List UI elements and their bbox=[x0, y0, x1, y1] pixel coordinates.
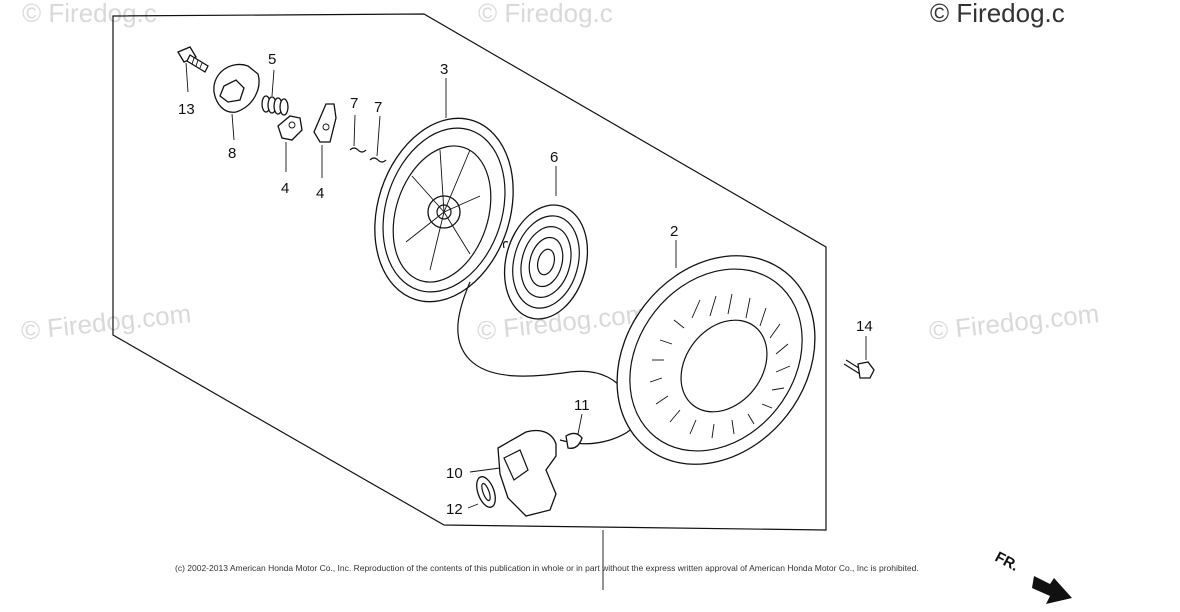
part-2-starter-case bbox=[616, 240, 816, 465]
callout-6: 6 bbox=[550, 149, 558, 166]
part-4-ratchet-a bbox=[277, 115, 303, 172]
watermark-mid-right: © Firedog.com bbox=[927, 298, 1100, 346]
part-8-ratchet-guide bbox=[213, 63, 260, 141]
watermark-top-right: © Firedog.c bbox=[930, 0, 1065, 28]
direction-arrow-icon bbox=[1032, 576, 1072, 604]
callout-4a: 4 bbox=[281, 180, 289, 197]
callout-labels: 13 8 5 4 4 7 7 3 6 2 14 11 10 12 bbox=[178, 51, 873, 518]
callout-11: 11 bbox=[574, 397, 590, 414]
part-10-starter-grip bbox=[469, 429, 557, 517]
callout-10: 10 bbox=[446, 465, 463, 482]
callout-8: 8 bbox=[228, 145, 236, 162]
callout-13: 13 bbox=[178, 101, 195, 118]
watermark-mid-left: © Firedog.com bbox=[19, 298, 192, 346]
callout-3: 3 bbox=[440, 61, 448, 78]
part-14-bolt bbox=[843, 336, 875, 379]
callout-5: 5 bbox=[268, 51, 276, 68]
fr-label: FR. bbox=[992, 549, 1021, 575]
callout-7b: 7 bbox=[374, 99, 382, 116]
watermark-top-left: © Firedog.c bbox=[22, 0, 157, 28]
part-7-springs bbox=[349, 114, 387, 163]
watermark-top-center: © Firedog.c bbox=[478, 0, 613, 28]
assembly-frame bbox=[112, 13, 827, 531]
callout-2: 2 bbox=[670, 223, 678, 240]
callout-14: 14 bbox=[856, 318, 873, 335]
part-6-spiral-spring bbox=[502, 166, 589, 320]
callout-7a: 7 bbox=[350, 95, 358, 112]
part-3-reel bbox=[374, 78, 514, 303]
copyright-notice: (c) 2002-2013 American Honda Motor Co., … bbox=[175, 563, 919, 573]
front-direction-indicator: FR. bbox=[992, 549, 1072, 604]
part-5-spring bbox=[261, 69, 289, 116]
part-4-ratchet-b bbox=[313, 103, 337, 178]
part-11-rope-retainer bbox=[565, 413, 583, 449]
callout-4b: 4 bbox=[316, 185, 324, 202]
part-13-bolt bbox=[177, 46, 209, 93]
starter-rope bbox=[457, 281, 637, 445]
callout-12: 12 bbox=[446, 501, 463, 518]
part-12-grip-insert bbox=[467, 476, 496, 509]
